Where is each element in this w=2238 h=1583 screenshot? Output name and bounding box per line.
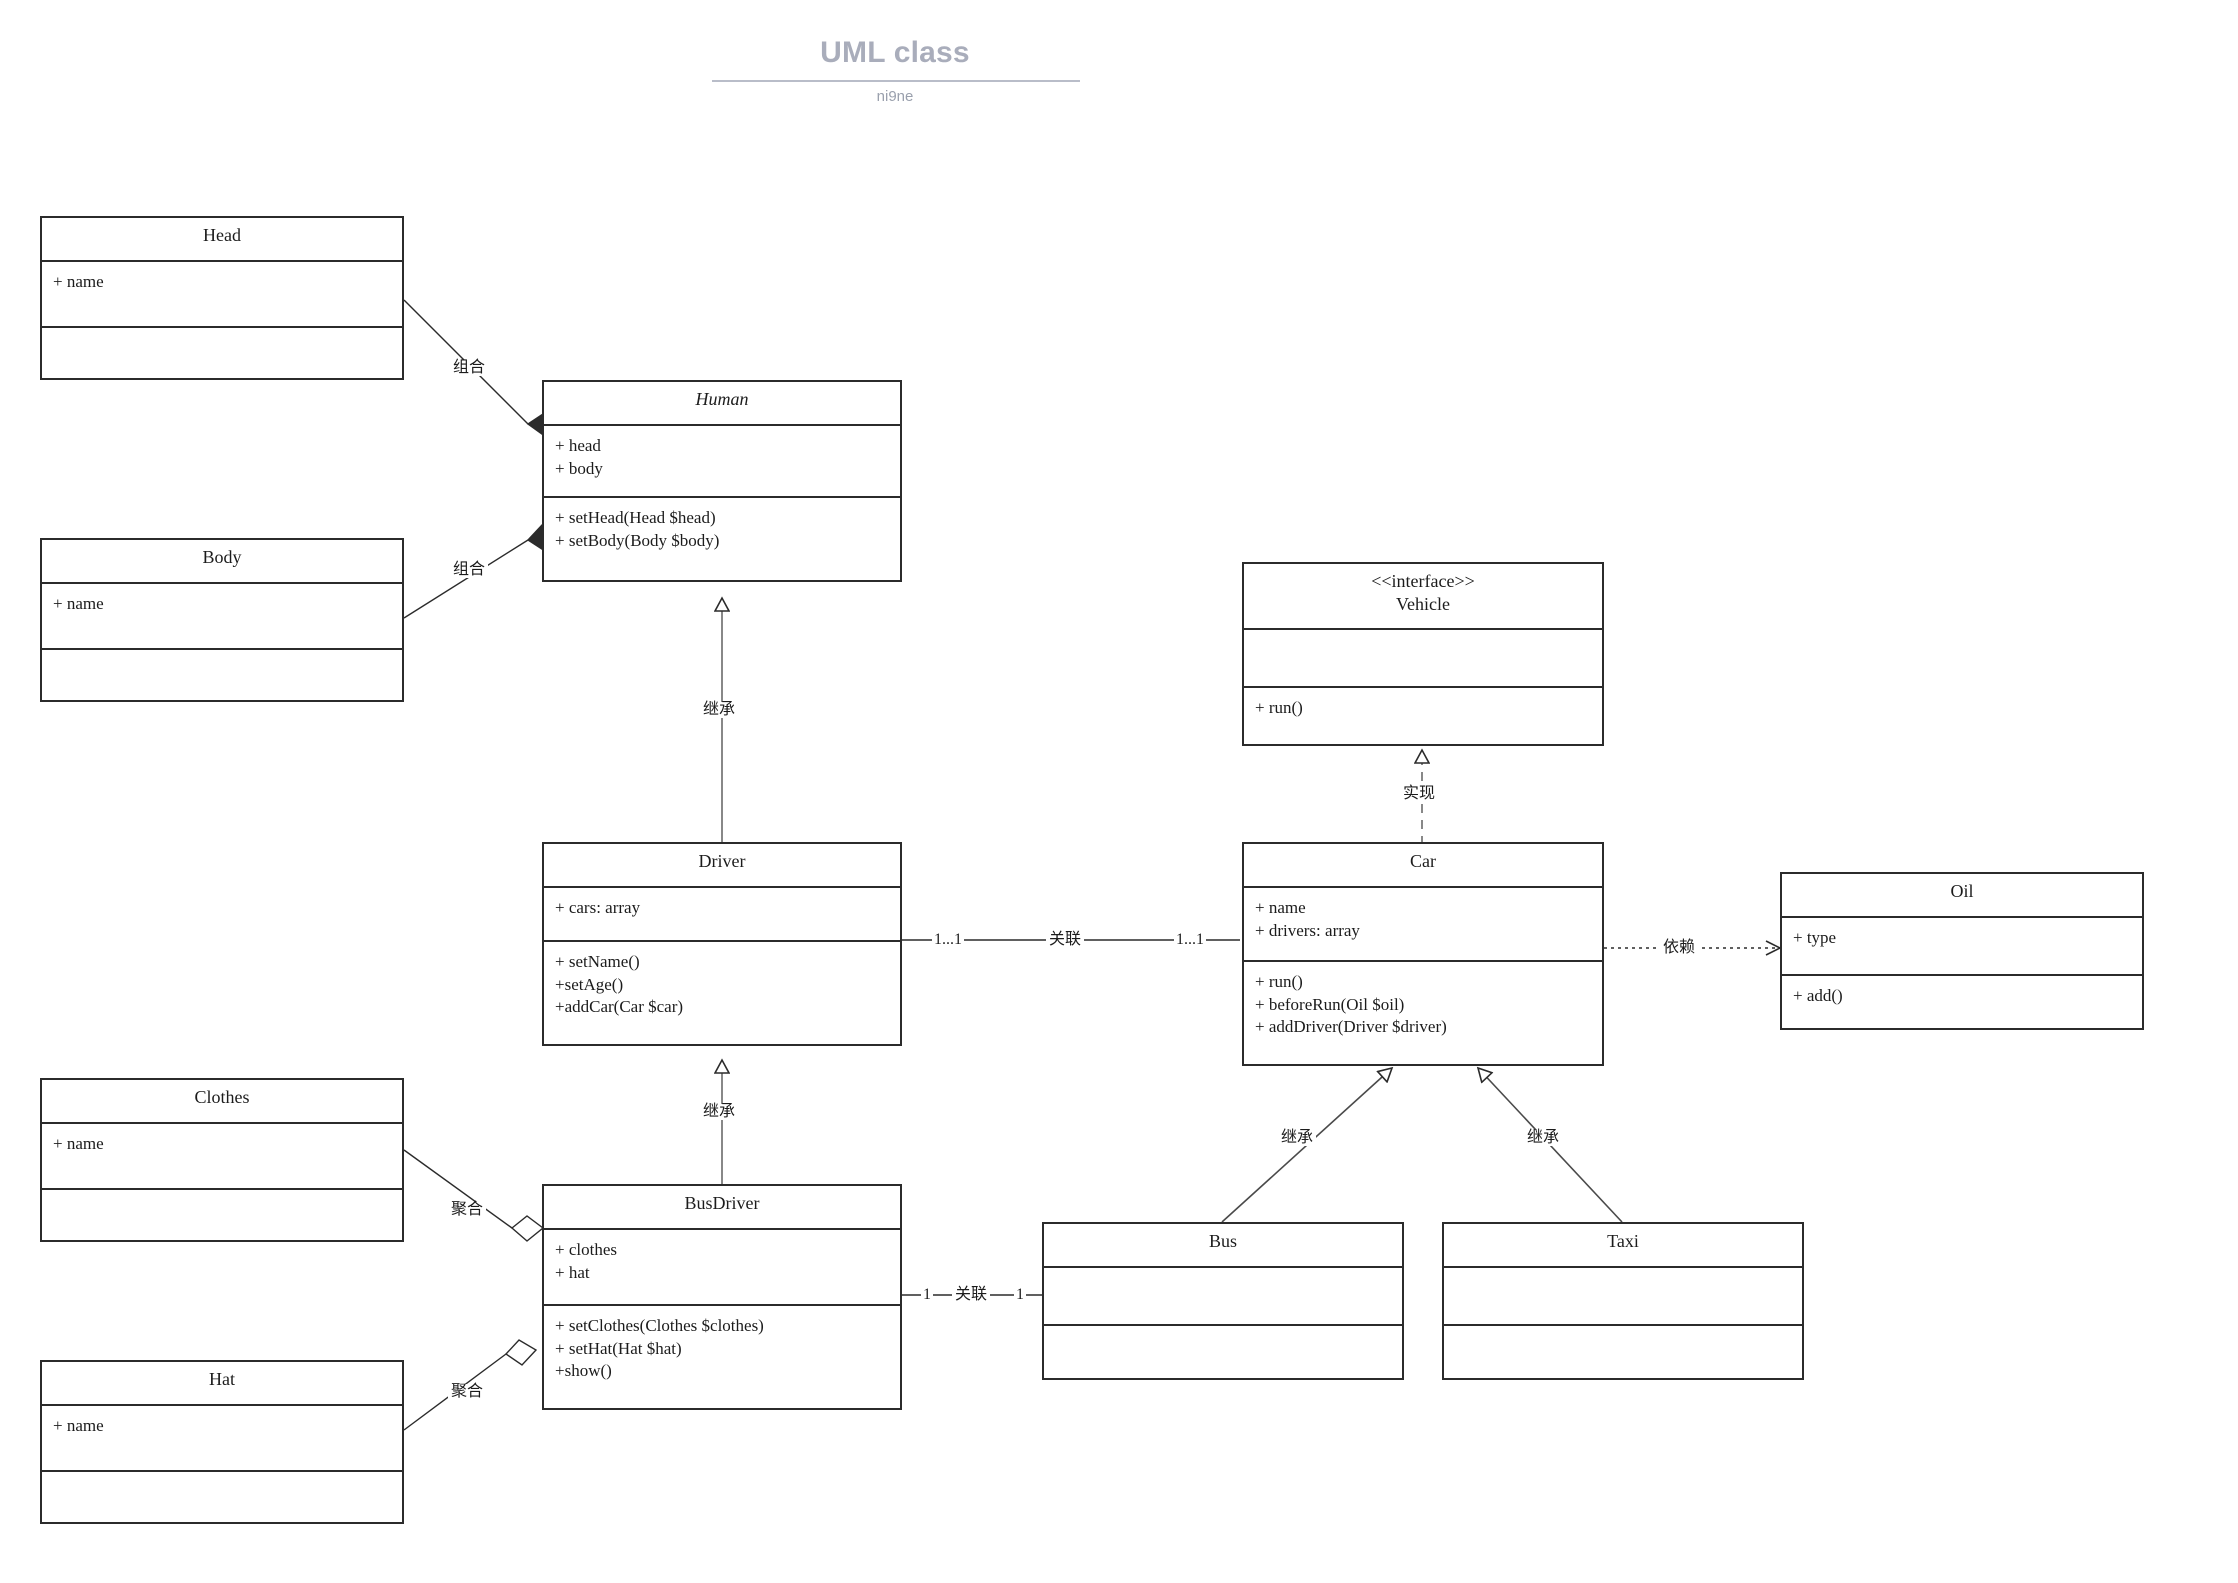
edge-label-clothes-busdriver: 聚合	[448, 1202, 487, 1218]
class-box-taxi[interactable]: Taxi	[1442, 1222, 1804, 1380]
edge-label-car-bus: 继承	[1278, 1130, 1317, 1146]
mult-busdriver-bus-right: 1	[1014, 1286, 1026, 1303]
edge-label-hat-busdriver: 聚合	[448, 1384, 487, 1400]
class-box-busdriver[interactable]: BusDriver + clothes + hat + setClothes(C…	[542, 1184, 902, 1410]
class-operations-car: + run() + beforeRun(Oil $oil) + addDrive…	[1255, 972, 1447, 1037]
page-subtitle: ni9ne	[876, 88, 914, 105]
class-operations-hat	[42, 1472, 402, 1522]
edge-label-driver-busdriver: 继承	[700, 1104, 739, 1120]
class-operations-oil: + add()	[1793, 986, 1843, 1005]
class-attributes-driver: + cars: array	[544, 888, 900, 942]
class-attributes-clothes: + name	[42, 1124, 402, 1190]
class-name-vehicle: <<interface>> Vehicle	[1244, 564, 1602, 630]
mult-driver-car-left: 1...1	[932, 931, 964, 948]
class-box-hat[interactable]: Hat + name	[40, 1360, 404, 1524]
edge-clothes-busdriver	[403, 1149, 545, 1242]
class-operations-taxi	[1444, 1326, 1802, 1380]
class-name-head: Head	[42, 218, 402, 262]
class-box-vehicle[interactable]: <<interface>> Vehicle + run()	[1242, 562, 1604, 746]
class-name-human: Human	[544, 382, 900, 426]
edge-label-vehicle-car: 实现	[1400, 786, 1439, 802]
class-attributes-body: + name	[42, 584, 402, 650]
class-operations-driver: + setName() +setAge() +addCar(Car $car)	[555, 952, 684, 1017]
class-attributes-car: + name + drivers: array	[1244, 888, 1602, 962]
class-name-bus: Bus	[1044, 1224, 1402, 1268]
class-name-oil: Oil	[1782, 874, 2142, 918]
class-box-driver[interactable]: Driver + cars: array + setName() +setAge…	[542, 842, 902, 1046]
page-title: UML class	[820, 36, 970, 69]
class-attributes-vehicle	[1244, 630, 1602, 688]
class-operations-head	[42, 328, 402, 378]
class-box-human[interactable]: Human + head + body + setHead(Head $head…	[542, 380, 902, 582]
class-name-driver: Driver	[544, 844, 900, 888]
class-operations-clothes	[42, 1190, 402, 1240]
document-header: UML class ni9ne	[0, 0, 2238, 120]
edge-label-car-oil: 依赖	[1660, 940, 1699, 956]
class-attributes-oil: + type	[1782, 918, 2142, 976]
edge-label-head-human: 组合	[450, 360, 489, 376]
mult-driver-car-right: 1...1	[1174, 931, 1206, 948]
class-operations-vehicle: + run()	[1255, 698, 1303, 717]
class-box-oil[interactable]: Oil + type + add()	[1780, 872, 2144, 1030]
class-name-clothes: Clothes	[42, 1080, 402, 1124]
edge-label-car-taxi: 继承	[1524, 1130, 1563, 1146]
class-operations-body	[42, 650, 402, 700]
class-box-body[interactable]: Body + name	[40, 538, 404, 702]
class-name-hat: Hat	[42, 1362, 402, 1406]
class-attributes-human: + head + body	[544, 426, 900, 498]
mult-busdriver-bus-left: 1	[921, 1286, 933, 1303]
class-box-bus[interactable]: Bus	[1042, 1222, 1404, 1380]
class-name-taxi: Taxi	[1444, 1224, 1802, 1268]
class-box-car[interactable]: Car + name + drivers: array + run() + be…	[1242, 842, 1604, 1066]
class-name-body: Body	[42, 540, 402, 584]
class-attributes-bus	[1044, 1268, 1402, 1326]
edge-label-busdriver-bus: 关联	[952, 1287, 991, 1303]
class-name-busdriver: BusDriver	[544, 1186, 900, 1230]
class-operations-busdriver: + setClothes(Clothes $clothes) + setHat(…	[555, 1316, 764, 1381]
class-operations-human: + setHead(Head $head) + setBody(Body $bo…	[555, 508, 720, 550]
class-attributes-busdriver: + clothes + hat	[544, 1230, 900, 1306]
class-attributes-hat: + name	[42, 1406, 402, 1472]
class-attributes-taxi	[1444, 1268, 1802, 1326]
class-operations-bus	[1044, 1326, 1402, 1380]
class-attributes-head: + name	[42, 262, 402, 328]
title-divider	[712, 80, 1080, 82]
edge-label-driver-car: 关联	[1046, 932, 1085, 948]
class-name-car: Car	[1244, 844, 1602, 888]
edge-label-body-human: 组合	[450, 562, 489, 578]
edge-label-human-driver: 继承	[700, 702, 739, 718]
class-box-head[interactable]: Head + name	[40, 216, 404, 380]
class-box-clothes[interactable]: Clothes + name	[40, 1078, 404, 1242]
